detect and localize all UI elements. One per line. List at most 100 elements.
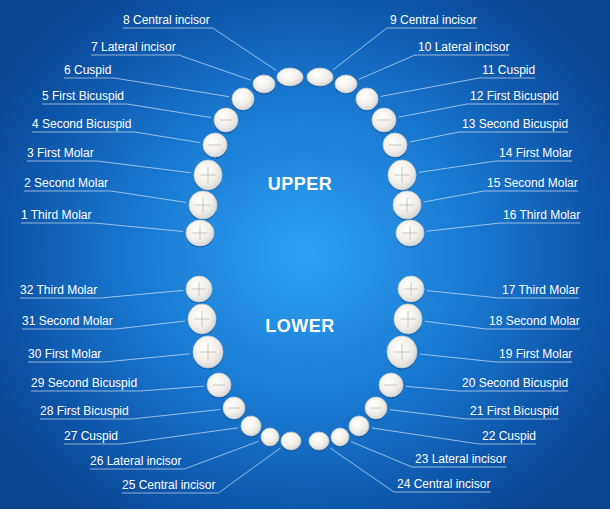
leader-line: [399, 104, 559, 117]
tooth-groove: [220, 120, 232, 121]
tooth: [277, 68, 303, 88]
leader-line: [410, 132, 568, 142]
tooth-label: 21 First Bicuspid: [470, 404, 559, 418]
tooth: [356, 88, 378, 112]
tooth-crown: [277, 68, 303, 86]
tooth: [394, 304, 422, 336]
tooth-groove: [229, 408, 240, 409]
tooth-crown: [356, 88, 378, 110]
tooth: [379, 373, 403, 399]
tooth-crown: [388, 160, 416, 190]
tooth-label: 23 Lateral incisor: [415, 452, 506, 466]
tooth-crown: [203, 133, 227, 157]
tooth-groove: [395, 168, 409, 183]
tooth-crown: [307, 68, 333, 86]
tooth-crown: [253, 75, 275, 93]
tooth-label: 12 First Bicuspid: [470, 89, 559, 103]
leader-line: [419, 161, 573, 172]
tooth-crown: [261, 428, 279, 446]
tooth-label: 24 Central incisor: [397, 477, 490, 491]
leader-line: [27, 161, 191, 173]
tooth-label: 26 Lateral incisor: [90, 454, 181, 468]
leader-line: [351, 442, 506, 467]
tooth-crown: [309, 432, 329, 450]
tooth-crown: [207, 373, 231, 397]
leader-line: [90, 441, 259, 469]
tooth: [398, 276, 424, 304]
tooth-label: 14 First Molar: [499, 146, 572, 160]
tooth: [194, 160, 222, 192]
tooth: [241, 416, 261, 438]
tooth-crown: [189, 191, 217, 219]
tooth-crown: [365, 397, 387, 419]
tooth-label: 20 Second Bicuspid: [462, 376, 568, 390]
tooth: [365, 397, 387, 421]
tooth-label: 11 Cuspid: [482, 63, 535, 77]
tooth: [335, 75, 357, 95]
tooth: [383, 133, 407, 159]
tooth: [223, 397, 245, 421]
tooth-groove: [201, 168, 215, 183]
tooth: [388, 160, 416, 192]
tooth-crown: [331, 428, 349, 446]
leader-line: [24, 191, 186, 202]
tooth: [193, 336, 223, 370]
tooth: [189, 191, 217, 221]
tooth: [214, 108, 238, 134]
leader-line: [91, 55, 251, 80]
tooth: [253, 75, 275, 95]
tooth-label: 1 Third Molar: [21, 208, 91, 222]
tooth-groove: [201, 344, 216, 360]
tooth: [307, 68, 333, 88]
tooth-label: 9 Central incisor: [390, 13, 477, 27]
tooth-crown: [394, 304, 422, 334]
tooth: [349, 416, 369, 438]
tooth-label: 4 Second Bicuspid: [32, 117, 131, 131]
tooth-label: 5 First Bicuspid: [42, 89, 124, 103]
leader-line: [32, 132, 200, 143]
tooth-crown: [372, 108, 396, 132]
leader-line: [372, 428, 536, 444]
tooth-label: 31 Second Molar: [22, 314, 113, 328]
tooth-crown: [186, 276, 212, 302]
tooth-label: 18 Second Molar: [489, 314, 580, 328]
tooth-crown: [396, 220, 424, 246]
tooth-label: 15 Second Molar: [487, 176, 578, 190]
tooth-groove: [378, 120, 390, 121]
tooth-label: 8 Central incisor: [123, 13, 210, 27]
leader-line: [42, 104, 211, 118]
tooth-label: 10 Lateral incisor: [418, 40, 509, 54]
tooth-crown: [232, 88, 254, 110]
tooth-groove: [193, 227, 207, 240]
tooth-label: 6 Cuspid: [64, 63, 111, 77]
tooth: [207, 373, 231, 399]
tooth-crown: [281, 432, 301, 450]
tooth-label: 30 First Molar: [28, 347, 101, 361]
tooth-crown: [193, 336, 223, 368]
tooth-label: 2 Second Molar: [24, 176, 108, 190]
tooth-label: 16 Third Molar: [503, 208, 580, 222]
tooth-label: 28 First Bicuspid: [40, 404, 129, 418]
tooth-label: 22 Cuspid: [482, 429, 536, 443]
tooth-crown: [188, 304, 216, 334]
tooth: [188, 304, 216, 336]
tooth: [261, 428, 279, 448]
tooth-label: 25 Central incisor: [122, 478, 215, 492]
tooth: [372, 108, 396, 134]
tooth-groove: [193, 283, 206, 296]
tooth-label: 13 Second Bicuspid: [462, 117, 568, 131]
tooth-groove: [196, 198, 210, 212]
tooth-crown: [398, 276, 424, 302]
tooth: [281, 432, 301, 452]
tooth: [331, 428, 349, 448]
arch-label: UPPER: [268, 174, 333, 194]
tooth-label: 7 Lateral incisor: [91, 40, 176, 54]
tooth: [186, 276, 212, 304]
tooth-label: 19 First Molar: [499, 347, 572, 361]
tooth-label: 17 Third Molar: [502, 283, 579, 297]
arch-label: LOWER: [265, 316, 335, 336]
tooth-crown: [194, 160, 222, 190]
tooth-groove: [209, 145, 221, 146]
tooth-groove: [213, 385, 225, 386]
